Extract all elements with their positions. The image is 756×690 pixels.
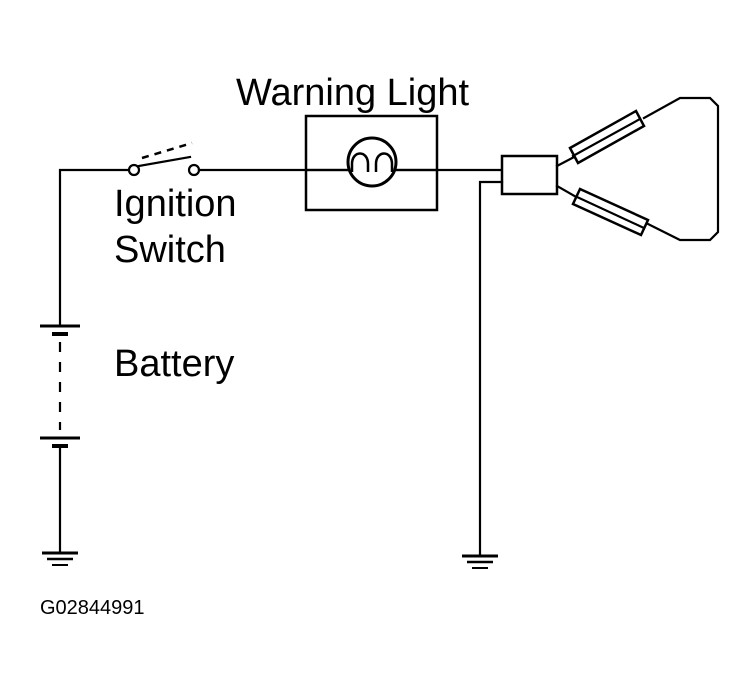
ignition-switch bbox=[127, 141, 201, 177]
figure-id: G02844991 bbox=[40, 597, 145, 619]
warning-light-box bbox=[304, 114, 439, 212]
bulb-filament bbox=[350, 152, 394, 172]
left-wire bbox=[58, 168, 134, 328]
ground-icon bbox=[42, 551, 78, 566]
warning-light-label: Warning Light bbox=[236, 72, 469, 114]
sensor-probes bbox=[555, 96, 720, 242]
battery-label: Battery bbox=[114, 343, 234, 385]
bulb-icon bbox=[346, 136, 398, 188]
ignition-label-line2: Switch bbox=[114, 229, 226, 271]
ground-icon bbox=[462, 554, 498, 569]
connector-block bbox=[478, 154, 559, 558]
ignition-label-line1: Ignition bbox=[114, 183, 237, 225]
battery-symbol bbox=[40, 324, 80, 554]
